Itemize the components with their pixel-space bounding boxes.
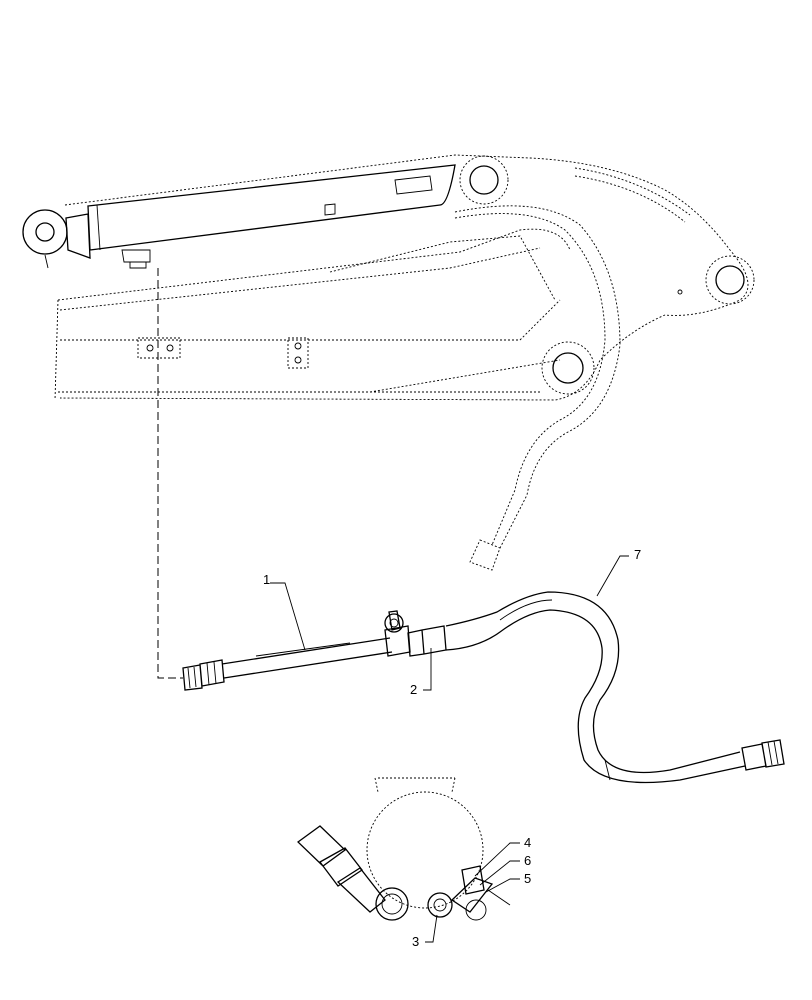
detail-bolt	[461, 865, 485, 895]
callout-3: 3	[412, 934, 419, 949]
leader-3	[425, 914, 438, 943]
detail-pipe-circle	[366, 791, 484, 909]
mount-bracket-right	[287, 337, 309, 369]
hose-fitting-right-threads	[767, 740, 779, 766]
pivot-pin-right	[705, 255, 755, 305]
pivot-pin-lower-bore	[552, 352, 584, 384]
tee-port	[384, 613, 404, 633]
tee-port-bore	[389, 618, 399, 628]
hose-tube-1-highlight	[255, 642, 351, 657]
callouts: 1 2 7 3 4 6 5	[263, 547, 641, 949]
detail-nut-inner	[381, 893, 403, 915]
cylinder-rear-eye-bore	[35, 222, 55, 242]
detail-angled-fitting	[296, 825, 386, 913]
callout-5: 5	[524, 871, 531, 886]
hose-assembly	[182, 591, 785, 784]
cylinder-mid-bolt	[324, 203, 336, 216]
hose-tube-1	[221, 637, 393, 679]
bracket-hole	[294, 356, 302, 364]
leader-5	[485, 878, 520, 893]
boom-web	[59, 235, 556, 311]
detail-clamp-strap	[450, 877, 494, 913]
grease-fitting	[44, 254, 49, 269]
leader-2	[423, 648, 432, 691]
bracket-hole	[146, 344, 154, 352]
detail-clamp-eye	[427, 892, 453, 918]
boom-lower-body	[54, 228, 571, 401]
detail-washer	[465, 899, 487, 921]
boom-assembly	[22, 154, 755, 571]
boom-inner-line	[58, 359, 561, 393]
cylinder-port-fitting	[121, 249, 151, 269]
flexible-hose-outer	[445, 591, 741, 774]
routing-alignment-line	[157, 268, 183, 679]
detail-clamp-eye-inner	[433, 898, 447, 912]
boom-diagonal	[60, 299, 561, 341]
tee-fitting	[384, 610, 411, 657]
cylinder-top-fitting	[394, 175, 433, 195]
flexible-hose-highlight	[499, 599, 611, 781]
boom-hose-routing	[454, 213, 606, 546]
hydraulic-cylinder	[65, 164, 456, 259]
leader-7	[596, 555, 629, 597]
cylinder-rear-eye	[22, 209, 68, 255]
boom-hose-routing-outer	[454, 205, 621, 549]
leader-4	[474, 842, 520, 877]
clamp-detail-view	[296, 777, 511, 921]
leader-1	[270, 582, 306, 651]
pivot-pin-right-bore	[715, 265, 745, 295]
pivot-pin-lower	[541, 341, 595, 395]
flexible-hose-inner	[445, 609, 746, 784]
callout-7: 7	[634, 547, 641, 562]
detail-pipe-frame	[374, 777, 456, 793]
detail-centerline	[487, 889, 511, 906]
bracket-hole	[166, 344, 174, 352]
boom-hose-end-fitting	[469, 539, 501, 571]
boom-hole	[677, 289, 683, 295]
hose-end-fitting-right	[741, 739, 785, 771]
callout-1: 1	[263, 572, 270, 587]
detail-nut	[375, 887, 409, 921]
pivot-pin-upper	[459, 155, 509, 205]
boom-upper-outline	[59, 154, 749, 401]
callout-4: 4	[524, 835, 531, 850]
leader-6	[479, 860, 520, 886]
callout-6: 6	[524, 853, 531, 868]
bracket-hole	[294, 342, 302, 350]
cylinder-band	[96, 204, 101, 251]
callout-2: 2	[410, 682, 417, 697]
hose-end-fitting-left	[182, 659, 225, 691]
pivot-pin-upper-bore	[469, 165, 499, 195]
mount-bracket-left	[137, 337, 181, 359]
hose-fitting-threads	[187, 661, 217, 689]
hose-sleeve	[407, 625, 447, 657]
